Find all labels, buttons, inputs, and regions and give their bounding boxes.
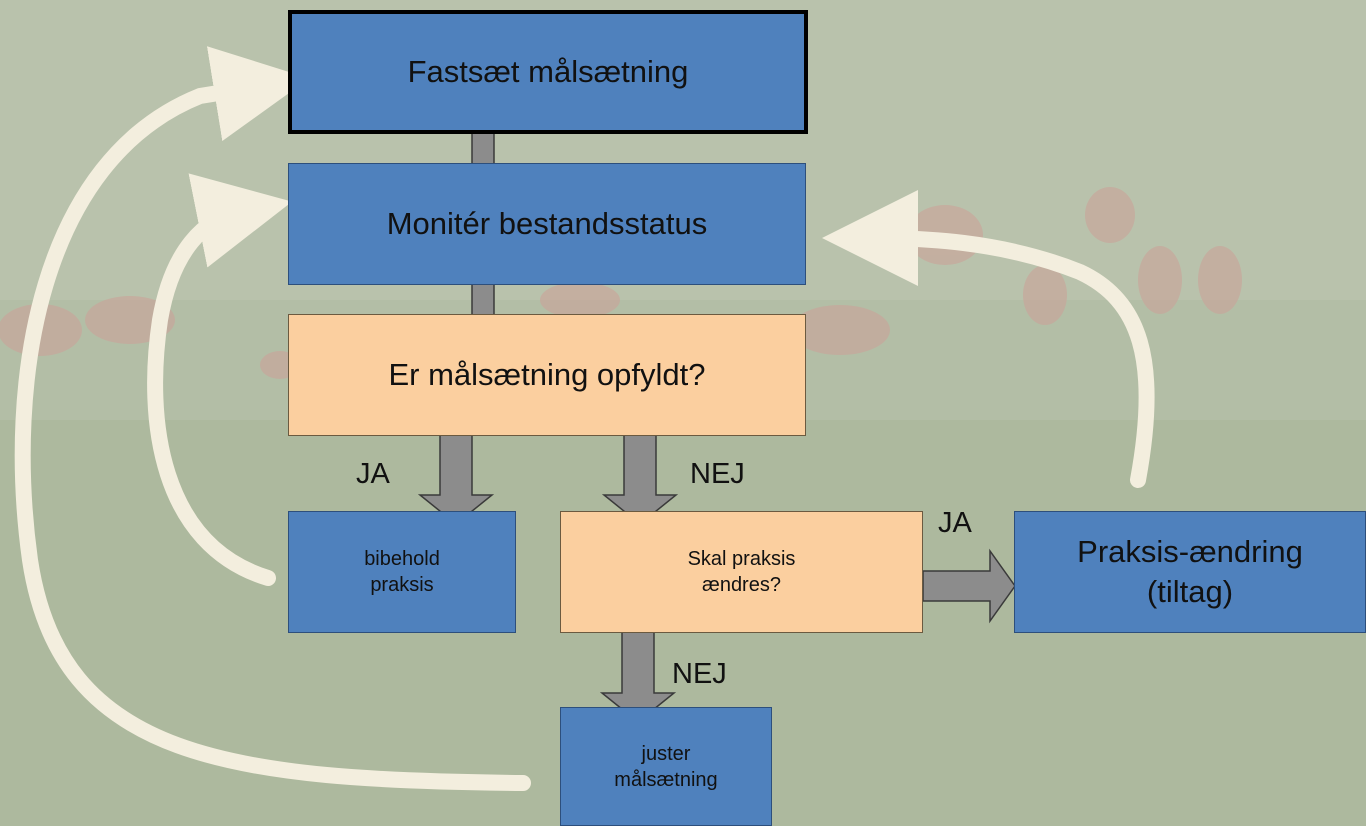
edge-label-yes-practice: JA [938, 507, 972, 539]
loop-change-to-monitor [822, 190, 1155, 488]
monitor-label: Monitér bestandsstatus [386, 205, 708, 241]
arrow-change-q-to-practice [922, 548, 1016, 624]
loop-adjust-to-set-goal [14, 46, 531, 791]
loop-keep-to-monitor [147, 173, 293, 586]
practice-change-label: Praksis-ændring (tiltag) [1077, 533, 1303, 609]
change-practice-label: Skal praksis ændres? [687, 548, 796, 596]
goal-met-decision[interactable]: Er målsætning opfyldt? [288, 314, 806, 436]
edge-label-yes-keep: JA [356, 458, 390, 490]
set-goal-box[interactable]: Fastsæt målsætning [288, 10, 808, 134]
change-practice-decision[interactable]: Skal praksis ændres? [560, 511, 923, 633]
set-goal-label: Fastsæt målsætning [407, 53, 689, 89]
keep-practice-label: bibehold praksis [364, 548, 440, 596]
edge-label-no-adjust: NEJ [672, 658, 727, 690]
edge-label-no-change: NEJ [690, 458, 745, 490]
practice-change-box[interactable]: Praksis-ændring (tiltag) [1014, 511, 1366, 633]
goal-met-label: Er målsætning opfyldt? [388, 356, 706, 392]
keep-practice-box[interactable]: bibehold praksis [288, 511, 516, 633]
monitor-box[interactable]: Monitér bestandsstatus [288, 163, 806, 285]
adjust-goal-label: juster målsætning [614, 742, 718, 791]
adjust-goal-box[interactable]: juster målsætning [560, 707, 772, 826]
